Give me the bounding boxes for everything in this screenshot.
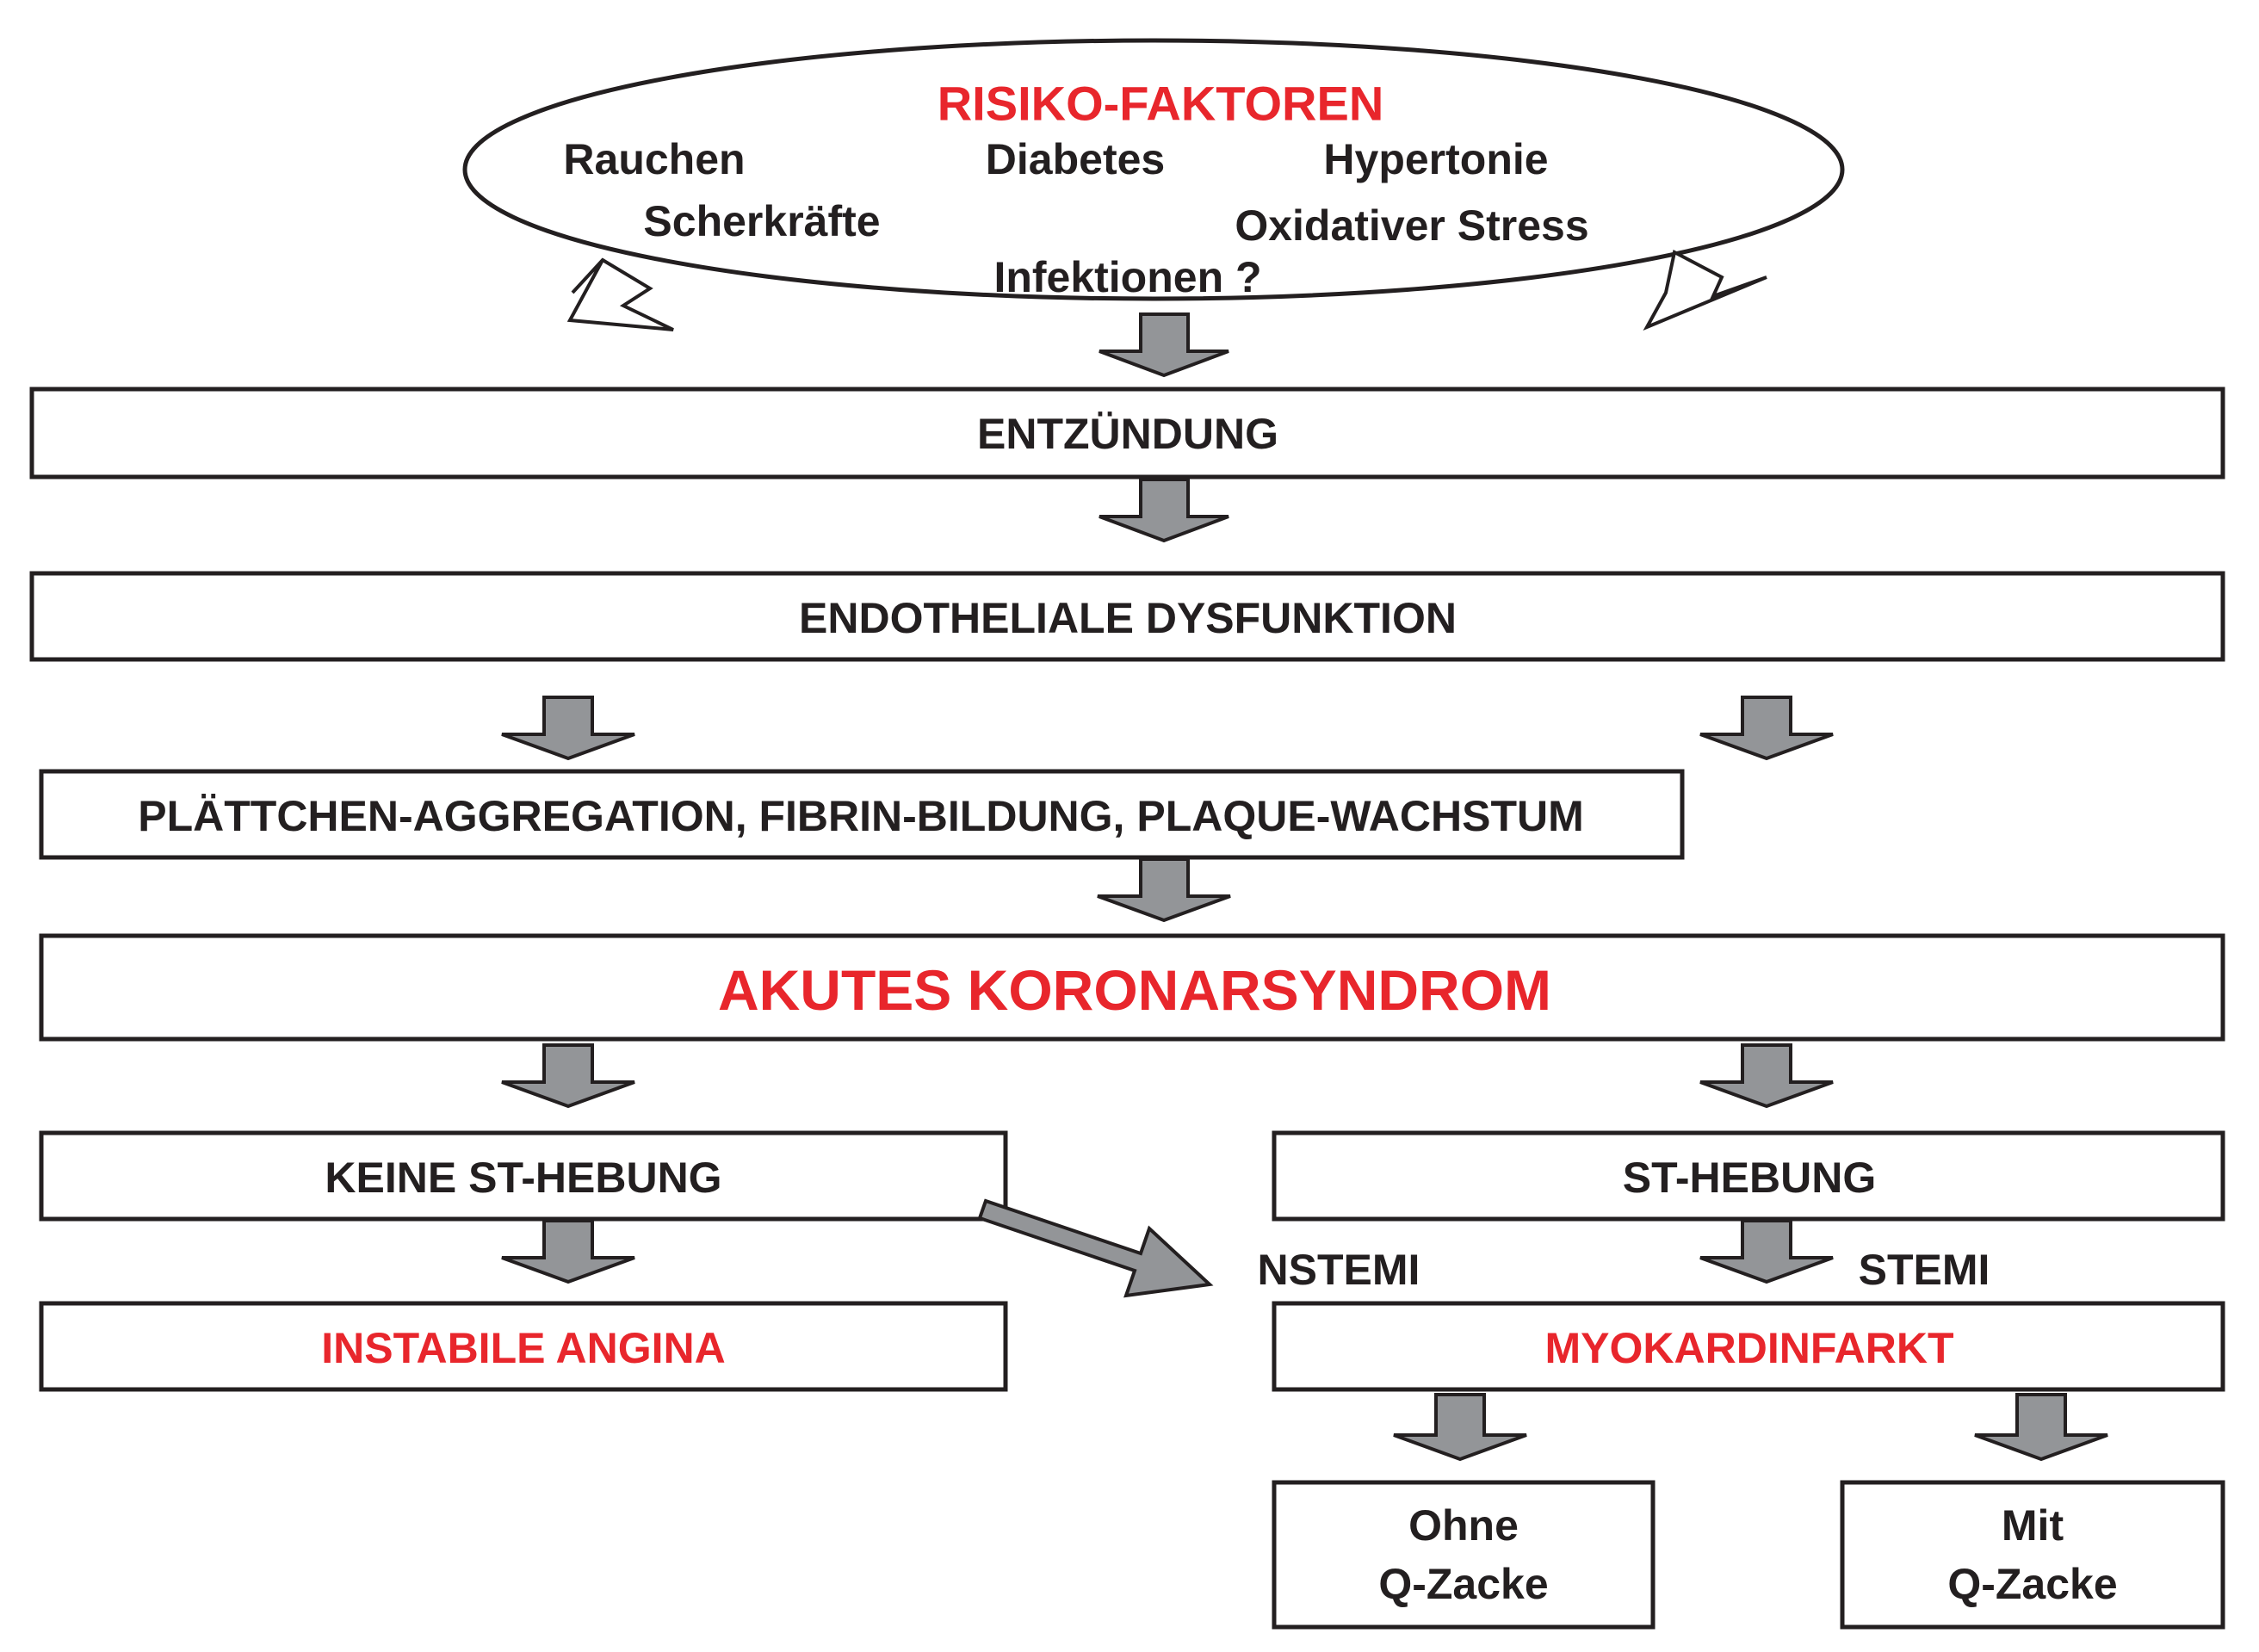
- arrow-down-icon: [501, 1219, 635, 1284]
- hollow-arrow-right-icon: [1643, 249, 1767, 331]
- label-st: ST-HEBUNG: [1622, 1154, 1877, 1202]
- arrow-down-icon: [1099, 478, 1229, 543]
- risk-factor-ellipse: [462, 38, 1845, 301]
- label-mit-line1: Mit: [2001, 1501, 2064, 1550]
- box-mit-q: [1840, 1480, 2225, 1630]
- label-entzuendung: ENTZÜNDUNG: [977, 410, 1278, 458]
- risk-factor-diabetes: Diabetes: [985, 135, 1166, 183]
- risk-factor-scherkraefte: Scherkräfte: [643, 197, 881, 245]
- box-plaetten: [39, 769, 1685, 860]
- label-ohne-q: Ohne Q-Zacke: [1378, 1496, 1548, 1613]
- risk-factor-infektionen: Infektionen ?: [993, 253, 1262, 301]
- label-plaetten: PLÄTTCHEN-AGGREGATION, FIBRIN-BILDUNG, P…: [138, 792, 1584, 840]
- label-nstemi: NSTEMI: [1257, 1246, 1420, 1294]
- arrow-down-icon: [1699, 696, 1834, 761]
- arrow-down-icon: [1097, 857, 1231, 923]
- arrow-diagonal-icon: [977, 1198, 1214, 1298]
- box-myokard: [1272, 1301, 2225, 1392]
- risk-factor-rauchen: Rauchen: [563, 135, 746, 183]
- label-ohne-line1: Ohne: [1408, 1501, 1519, 1550]
- box-entzuendung: [29, 387, 2225, 480]
- label-mit-line2: Q-Zacke: [1947, 1560, 2118, 1608]
- arrow-down-icon: [1974, 1393, 2108, 1462]
- box-endothel: [29, 571, 2225, 662]
- label-aks: AKUTES KORONARSYNDROM: [717, 958, 1552, 1022]
- risk-factor-oxidativer-stress: Oxidativer Stress: [1235, 201, 1589, 250]
- label-myokard: MYOKARDINFARKT: [1544, 1324, 1954, 1372]
- label-keine-st: KEINE ST-HEBUNG: [325, 1154, 722, 1202]
- arrow-down-icon: [1393, 1393, 1527, 1462]
- arrow-down-icon: [1699, 1043, 1834, 1109]
- box-instabile: [39, 1301, 1008, 1392]
- box-keine-st: [39, 1130, 1008, 1222]
- label-instabile: INSTABILE ANGINA: [321, 1324, 726, 1372]
- box-aks: [39, 933, 2225, 1042]
- risk-factors-title: RISIKO-FAKTOREN: [937, 76, 1384, 131]
- box-ohne-q: [1272, 1480, 1656, 1630]
- arrow-down-icon: [1099, 312, 1229, 378]
- risk-factor-hypertonie: Hypertonie: [1323, 135, 1549, 183]
- arrow-down-icon: [1699, 1219, 1834, 1284]
- hollow-arrow-left-icon: [566, 257, 674, 331]
- label-ohne-line2: Q-Zacke: [1378, 1560, 1549, 1608]
- label-mit-q: Mit Q-Zacke: [1947, 1496, 2117, 1613]
- label-endothel: ENDOTHELIALE DYSFUNKTION: [799, 594, 1457, 642]
- label-stemi: STEMI: [1858, 1246, 1990, 1294]
- arrow-down-icon: [501, 696, 635, 761]
- arrow-down-icon: [501, 1043, 635, 1109]
